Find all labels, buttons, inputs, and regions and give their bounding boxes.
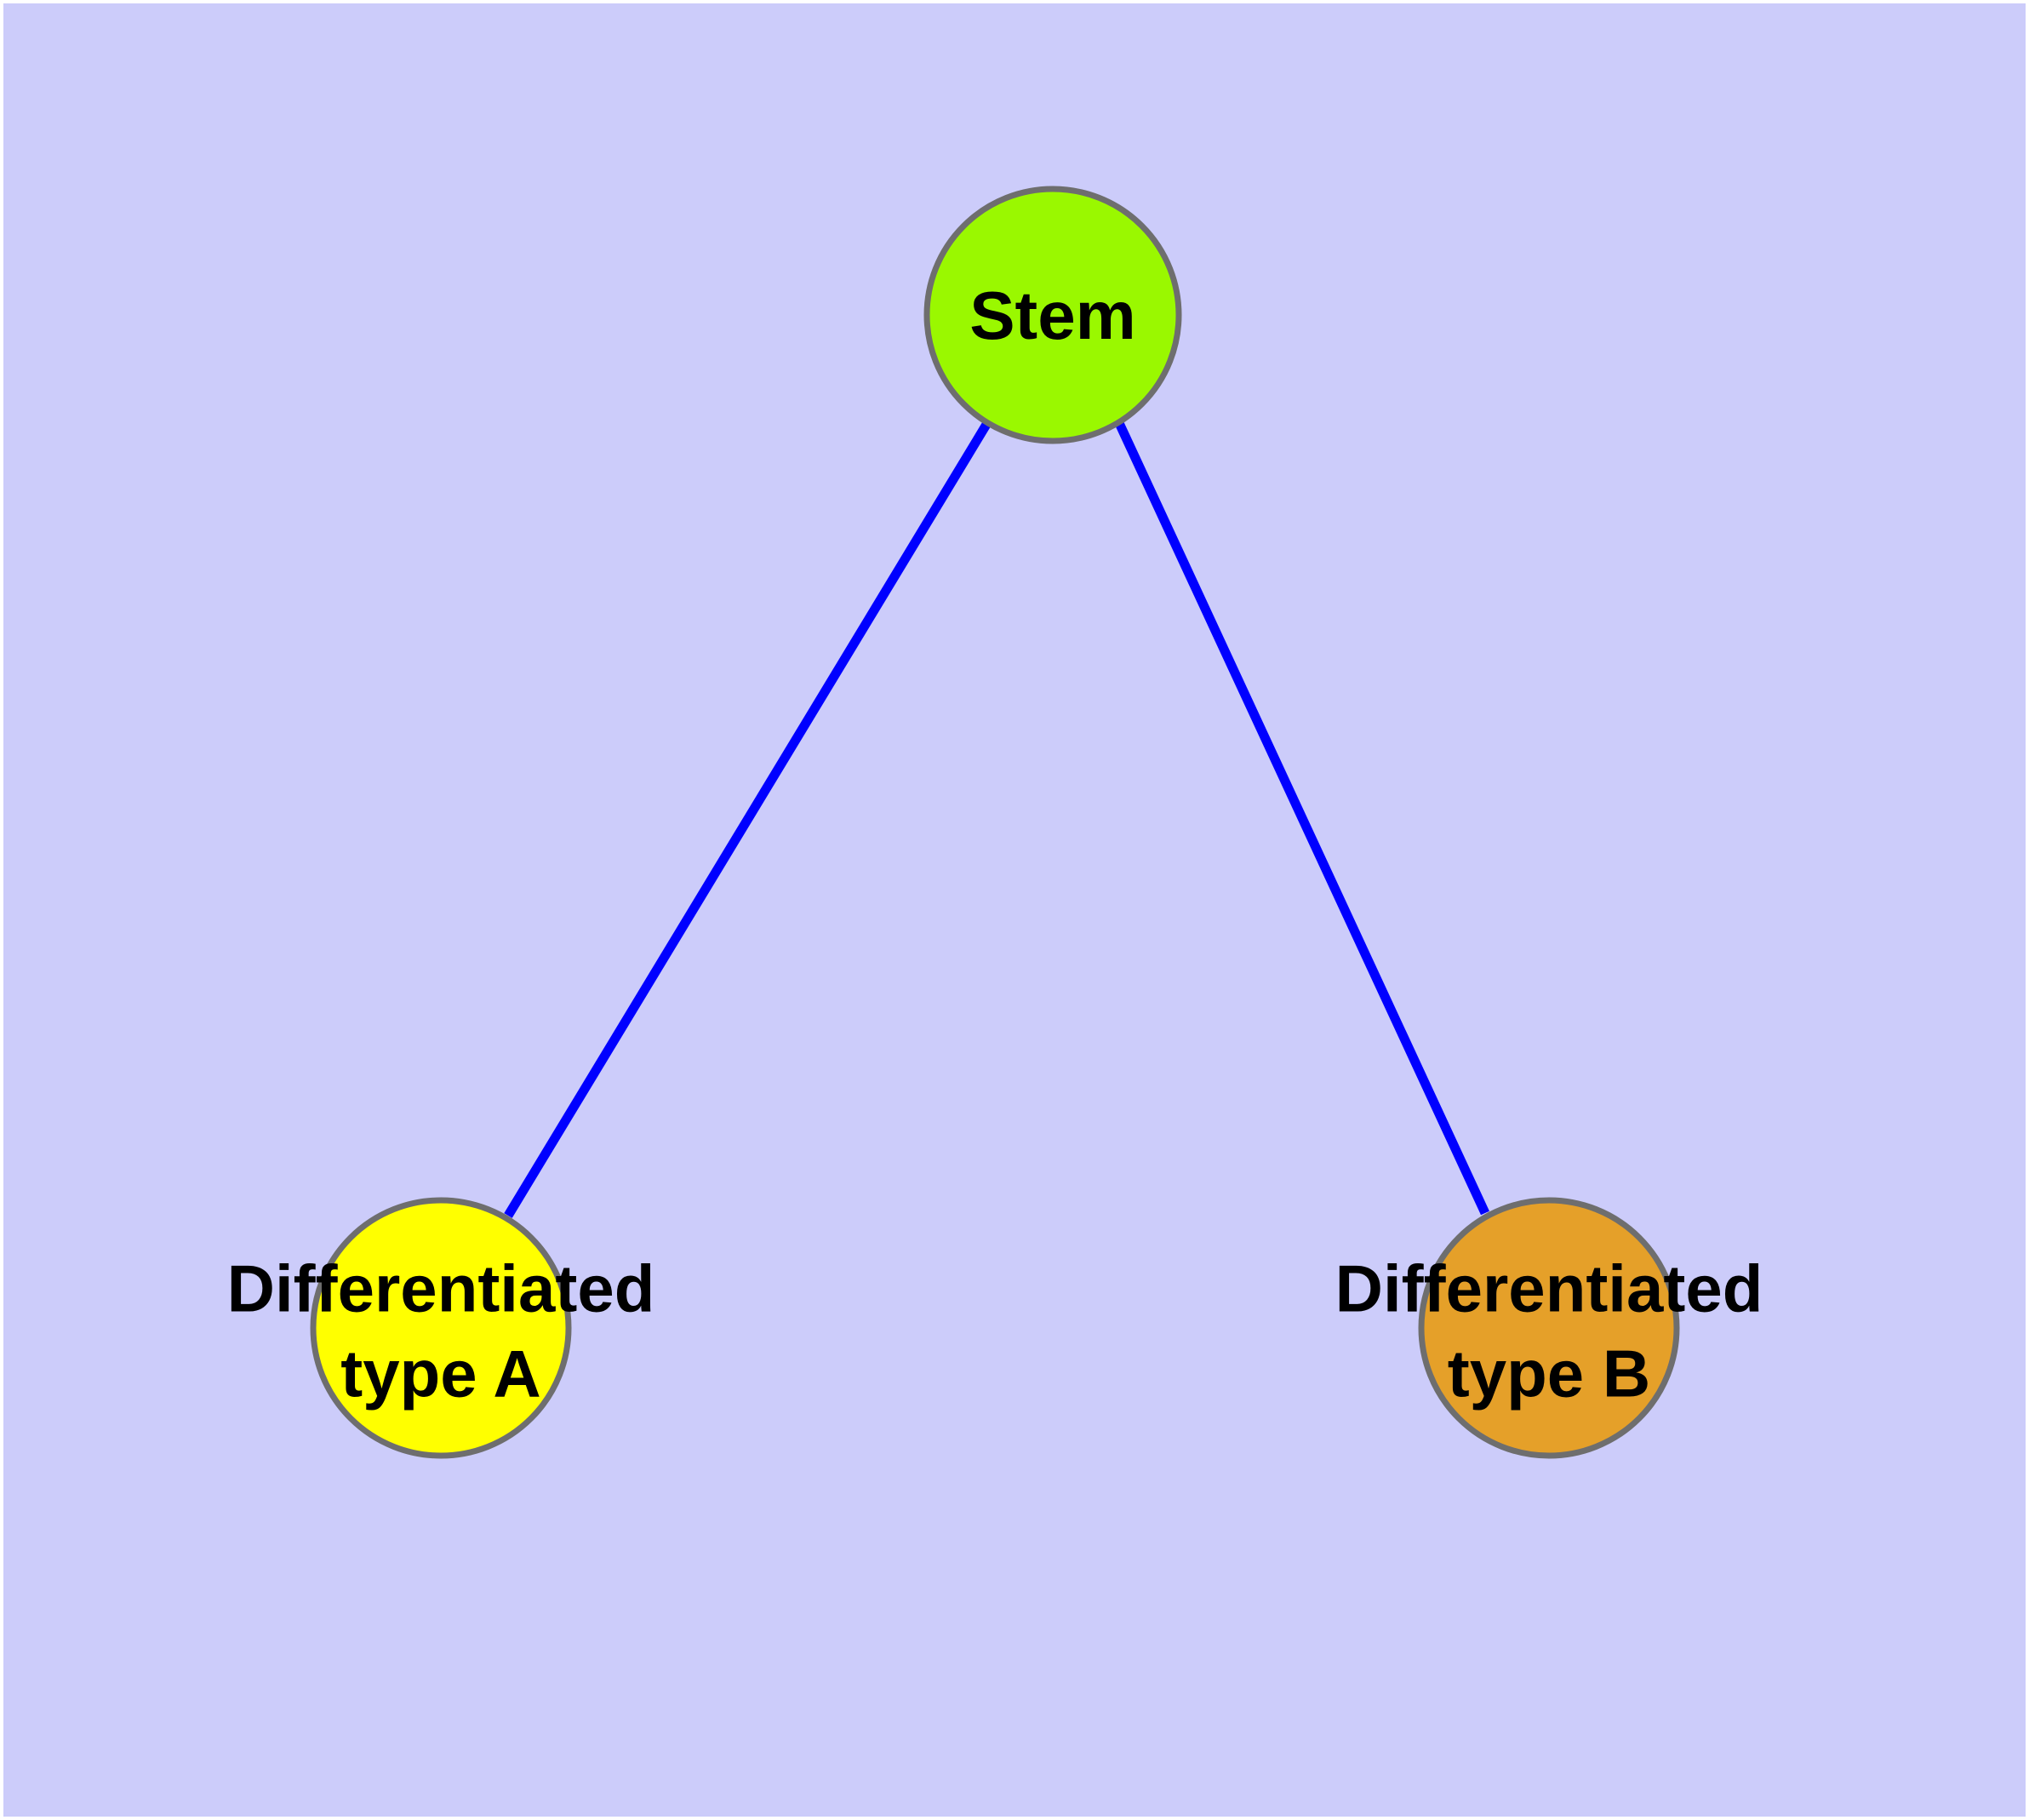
node-diff-a-label-line2: type A [340,1336,541,1411]
node-diff-a-label-line1: Differentiated [227,1251,655,1326]
edge-layer [504,421,1489,1218]
node-diff-b-label-line1: Differentiated [1335,1251,1763,1326]
edge-stem-to-diff-a[interactable] [504,421,992,1218]
node-diff-b-circle[interactable] [1418,1197,1680,1459]
node-layer [310,186,1680,1459]
edge-stem-to-diff-b[interactable] [1115,421,1489,1216]
node-diff-a-circle[interactable] [310,1197,572,1459]
label-layer: Stem Differentiated type A Differentiate… [227,278,1763,1411]
node-stem-label: Stem [969,278,1136,353]
node-diff-b-label-line2: type B [1448,1336,1650,1411]
node-stem-circle[interactable] [923,186,1182,444]
